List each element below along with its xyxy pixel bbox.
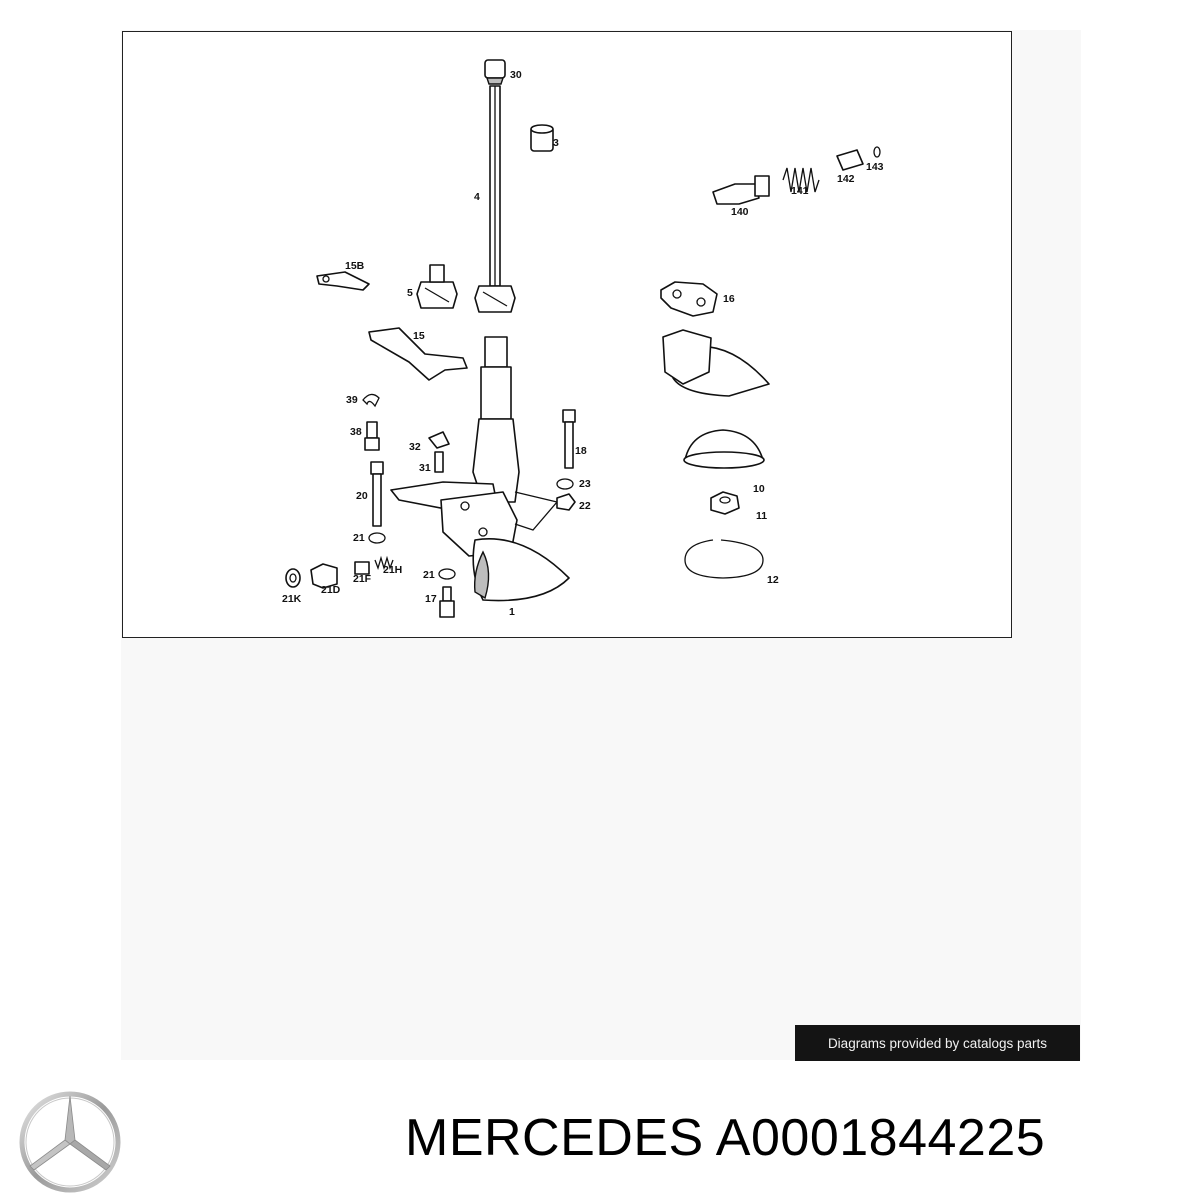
- part-12-retaining-ring: [684, 539, 764, 579]
- part-143-ring: [873, 146, 881, 158]
- part-15B-bracket: [316, 271, 370, 291]
- part-31-bolt: [434, 451, 444, 473]
- part-18-bolt: [562, 409, 576, 469]
- part-1-pump-body: [390, 336, 570, 602]
- part-32-lockplate: [428, 431, 450, 449]
- parts-diagram-drawing: 30 3 4 140 141 142 143 15B 5 16 15 39 38…: [282, 59, 884, 618]
- callout-21-b: 21: [423, 569, 435, 581]
- part-21F-piston: [354, 561, 370, 575]
- callout-18: 18: [575, 445, 587, 457]
- callout-21-a: 21: [353, 532, 365, 544]
- callout-1: 1: [509, 606, 515, 618]
- callout-143: 143: [866, 161, 884, 173]
- part-21H-spring: [374, 555, 394, 571]
- callout-23: 23: [579, 478, 591, 490]
- callout-31: 31: [419, 462, 431, 474]
- part-11-nut: [710, 491, 740, 515]
- part-21-washer-a: [368, 532, 386, 544]
- callout-21D: 21D: [321, 584, 341, 596]
- part-23-washer: [556, 478, 574, 490]
- part-21D-plug: [310, 563, 338, 589]
- callout-32: 32: [409, 441, 421, 453]
- part-5-gear: [416, 264, 458, 309]
- callout-20: 20: [356, 490, 368, 502]
- footer-brand: MERCEDES: [405, 1109, 704, 1167]
- part-21-washer-b: [438, 568, 456, 580]
- part-21K-seal: [285, 568, 301, 588]
- callout-17: 17: [425, 593, 437, 605]
- callout-39: 39: [346, 394, 358, 406]
- callout-15: 15: [413, 330, 425, 342]
- part-16-gasket: [660, 281, 718, 317]
- part-141-spring: [782, 167, 820, 193]
- callout-21F: 21F: [353, 573, 372, 585]
- part-10-cover: [683, 429, 765, 469]
- callout-12: 12: [767, 574, 779, 586]
- callout-11: 11: [756, 510, 767, 522]
- parts-diagram: 30 3 4 140 141 142 143 15B 5 16 15 39 38…: [122, 31, 1012, 638]
- callout-30: 30: [510, 69, 522, 81]
- callout-10: 10: [753, 483, 765, 495]
- part-38-bolt: [364, 421, 380, 451]
- part-30-cap: [484, 59, 506, 85]
- part-17-bolt: [439, 586, 455, 618]
- callout-140: 140: [731, 206, 749, 218]
- part-22-nut: [556, 493, 576, 511]
- callout-5: 5: [407, 287, 413, 299]
- credit-badge: Diagrams provided by catalogs parts: [795, 1025, 1080, 1061]
- part-strainer-screen: [662, 329, 770, 397]
- part-4-shaft: [489, 85, 501, 287]
- callout-21H: 21H: [383, 564, 402, 576]
- part-142-sleeve: [836, 149, 864, 171]
- callout-38: 38: [350, 426, 362, 438]
- callout-3: 3: [553, 137, 559, 149]
- footer-title: MERCEDES A0001844225: [405, 1108, 1195, 1170]
- part-3-bushing: [530, 124, 554, 152]
- callout-142: 142: [837, 173, 855, 185]
- callout-15B: 15B: [345, 260, 365, 272]
- callout-141: 141: [791, 185, 809, 197]
- part-15-bracket: [368, 327, 468, 381]
- callout-16: 16: [723, 293, 735, 305]
- callout-4: 4: [474, 191, 480, 203]
- callout-21K: 21K: [282, 593, 302, 605]
- part-20-bolt: [370, 461, 384, 527]
- callout-22: 22: [579, 500, 591, 512]
- part-39-washer: [362, 393, 380, 408]
- part-140-valve: [712, 175, 770, 205]
- mercedes-star-logo-icon: [19, 1091, 121, 1193]
- footer-part-number: A0001844225: [715, 1109, 1046, 1167]
- part-5-gear-on-shaft: [474, 285, 516, 313]
